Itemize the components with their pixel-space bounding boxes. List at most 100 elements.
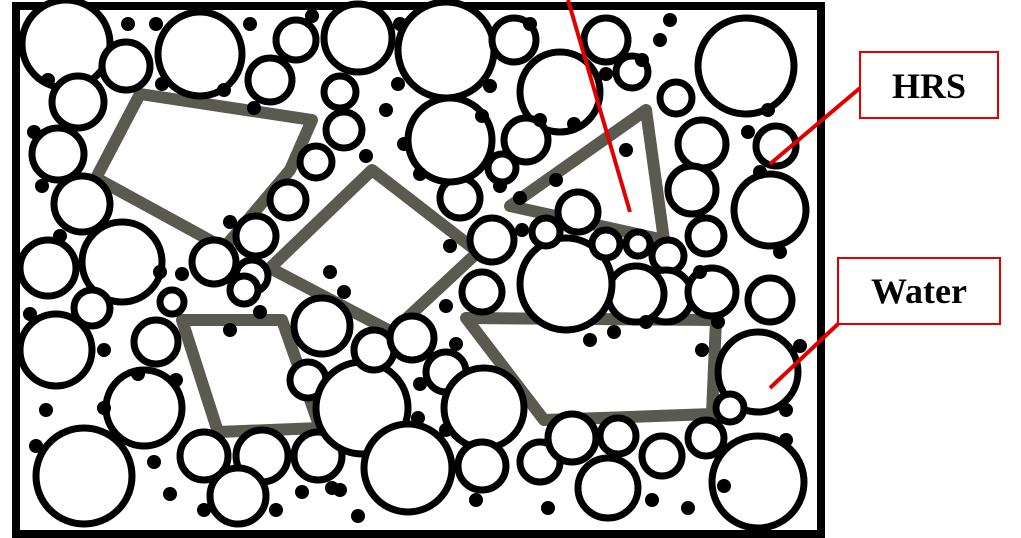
solid-particle xyxy=(223,323,237,337)
solid-particle xyxy=(619,143,633,157)
solid-particle xyxy=(393,17,407,31)
pore-circle xyxy=(578,458,638,518)
pore-circle xyxy=(22,0,110,88)
solid-particle xyxy=(223,215,237,229)
solid-particle xyxy=(243,17,257,31)
pore-circle xyxy=(660,82,692,114)
pore-circle xyxy=(626,232,650,256)
solid-particle xyxy=(53,229,67,243)
pore-circle xyxy=(134,320,178,364)
solid-particle xyxy=(541,501,555,515)
solid-particle xyxy=(247,101,261,115)
pore-circle xyxy=(390,316,434,360)
solid-particle xyxy=(475,109,489,123)
solid-particle xyxy=(515,223,529,237)
pore-circle xyxy=(270,182,306,218)
solid-particle xyxy=(163,487,177,501)
solid-particle xyxy=(131,367,145,381)
solid-particle xyxy=(717,479,731,493)
hrs-label: HRS xyxy=(892,66,966,106)
solid-particle xyxy=(325,481,339,495)
solid-particle xyxy=(39,403,53,417)
pore-circle xyxy=(532,218,560,246)
pore-circle xyxy=(688,420,724,456)
solid-particle xyxy=(773,245,787,259)
solid-particle xyxy=(147,455,161,469)
solid-particle xyxy=(635,53,649,67)
pore-circle xyxy=(608,266,664,322)
pore-circle xyxy=(248,58,292,102)
pore-circle xyxy=(734,174,806,246)
pore-circle xyxy=(642,436,682,476)
pore-circle xyxy=(470,218,514,262)
pore-circle xyxy=(324,4,392,72)
solid-particle xyxy=(711,315,725,329)
pore-circle xyxy=(210,468,266,524)
pore-circle xyxy=(102,42,150,90)
solid-particle xyxy=(439,423,453,437)
pore-circle xyxy=(36,428,132,524)
solid-particle xyxy=(253,305,267,319)
solid-particle xyxy=(97,401,111,415)
solid-particle xyxy=(599,67,613,81)
solid-particle xyxy=(681,501,695,515)
solid-particle xyxy=(323,265,337,279)
pore-circle xyxy=(192,240,236,284)
solid-particle xyxy=(153,265,167,279)
pore-circle xyxy=(668,166,716,214)
pore-circle xyxy=(236,216,276,256)
pore-circle xyxy=(600,418,636,454)
solid-particle xyxy=(217,83,231,97)
solid-particle xyxy=(653,33,667,47)
solid-particle xyxy=(639,315,653,329)
solid-particle xyxy=(443,239,457,253)
solid-particle xyxy=(793,339,807,353)
solid-particle xyxy=(753,165,767,179)
pore-circle xyxy=(716,394,744,422)
solid-particle xyxy=(149,17,163,31)
pore-circle xyxy=(462,272,502,312)
solid-particle xyxy=(175,267,189,281)
pore-circle xyxy=(678,120,726,168)
water-label-box: Water xyxy=(838,258,1000,324)
pore-circle xyxy=(52,76,104,128)
solid-particle xyxy=(413,167,427,181)
solid-particle xyxy=(41,73,55,87)
pore-circle xyxy=(698,18,794,114)
solid-particle xyxy=(449,337,463,351)
pore-circle xyxy=(158,12,242,96)
solid-particle xyxy=(549,173,563,187)
solid-particle xyxy=(695,343,709,357)
solid-particle xyxy=(23,307,37,321)
pore-circle xyxy=(300,146,332,178)
solid-particle xyxy=(761,103,775,117)
solid-particle xyxy=(121,17,135,31)
solid-particle xyxy=(693,265,707,279)
solid-particle xyxy=(439,299,453,313)
solid-particle xyxy=(779,403,793,417)
solid-particle xyxy=(351,509,365,523)
solid-particle xyxy=(483,79,497,93)
solid-particle xyxy=(397,137,411,151)
pore-circle xyxy=(488,154,516,182)
solid-particle xyxy=(295,485,309,499)
solid-particle xyxy=(27,125,41,139)
pore-circle xyxy=(276,20,316,60)
pore-circle xyxy=(74,290,110,326)
pore-circle xyxy=(20,240,76,296)
pore-circle xyxy=(364,424,452,512)
solid-particle xyxy=(35,179,49,193)
solid-particle xyxy=(305,9,319,23)
pore-circle xyxy=(230,276,258,304)
pore-circle xyxy=(398,2,494,98)
solid-particle xyxy=(663,13,677,27)
pore-circle xyxy=(160,290,184,314)
solid-particle xyxy=(493,179,507,193)
pore-circle xyxy=(458,442,506,490)
pore-circle xyxy=(592,230,620,258)
solid-particle xyxy=(379,103,393,117)
solid-particle xyxy=(607,325,621,339)
solid-particle xyxy=(533,113,547,127)
pore-circle xyxy=(326,112,362,148)
